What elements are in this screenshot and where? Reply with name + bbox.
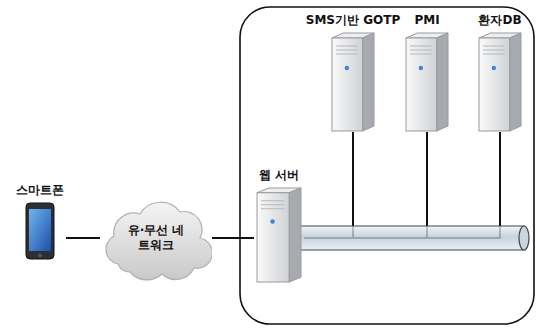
node-label: 웹 서버 (259, 168, 299, 183)
network-link (212, 237, 254, 239)
server-front (332, 38, 363, 131)
server-side (437, 33, 448, 131)
power-led (492, 66, 496, 70)
home-button (38, 254, 42, 258)
network-bus (300, 226, 524, 250)
smartphone-icon (25, 202, 55, 260)
node-label: 환자DB (478, 13, 521, 28)
phone-body (26, 203, 54, 259)
network-link (66, 237, 100, 239)
server-node: SMS기반 GOTP (304, 13, 403, 132)
server-front (479, 38, 510, 131)
drive-slot (261, 204, 284, 205)
drive-slot (483, 46, 505, 47)
drive-slot (483, 50, 505, 51)
server-icon (478, 32, 522, 132)
server-front (257, 193, 289, 282)
node-label: 유·무선 네트워크 (125, 223, 187, 253)
server-side (510, 33, 521, 131)
server-node: 웹 서버 (254, 168, 304, 283)
drive-slot (261, 208, 284, 209)
drive-slot (483, 54, 505, 55)
drive-slot (410, 46, 432, 47)
bus-end (519, 226, 529, 250)
drive-slot (410, 54, 432, 55)
server-node: 환자DB (476, 13, 524, 132)
server-front (406, 38, 437, 131)
drive-slot (336, 46, 358, 47)
node-label: PMI (414, 13, 439, 28)
power-led (270, 219, 274, 223)
server-side (363, 33, 374, 131)
server-side (289, 188, 301, 282)
network-link (304, 132, 427, 238)
boundary-outline (240, 7, 534, 324)
network-link (304, 132, 353, 238)
server-node: PMI (403, 13, 451, 132)
node-label: SMS기반 GOTP (306, 13, 400, 28)
power-led (345, 66, 349, 70)
drive-slot (410, 50, 432, 51)
drive-slot (261, 200, 284, 201)
phone-screen (29, 209, 51, 251)
server-icon (256, 187, 302, 283)
server-icon (405, 32, 449, 132)
client-device: 스마트폰 (14, 183, 66, 260)
network-link (304, 132, 500, 238)
server-icon (331, 32, 375, 132)
node-label: 스마트폰 (16, 183, 64, 198)
drive-slot (336, 50, 358, 51)
drive-slot (336, 54, 358, 55)
network-cloud: 유·무선 네트워크 (100, 192, 212, 282)
cloud-shape (106, 202, 212, 280)
power-led (419, 66, 423, 70)
